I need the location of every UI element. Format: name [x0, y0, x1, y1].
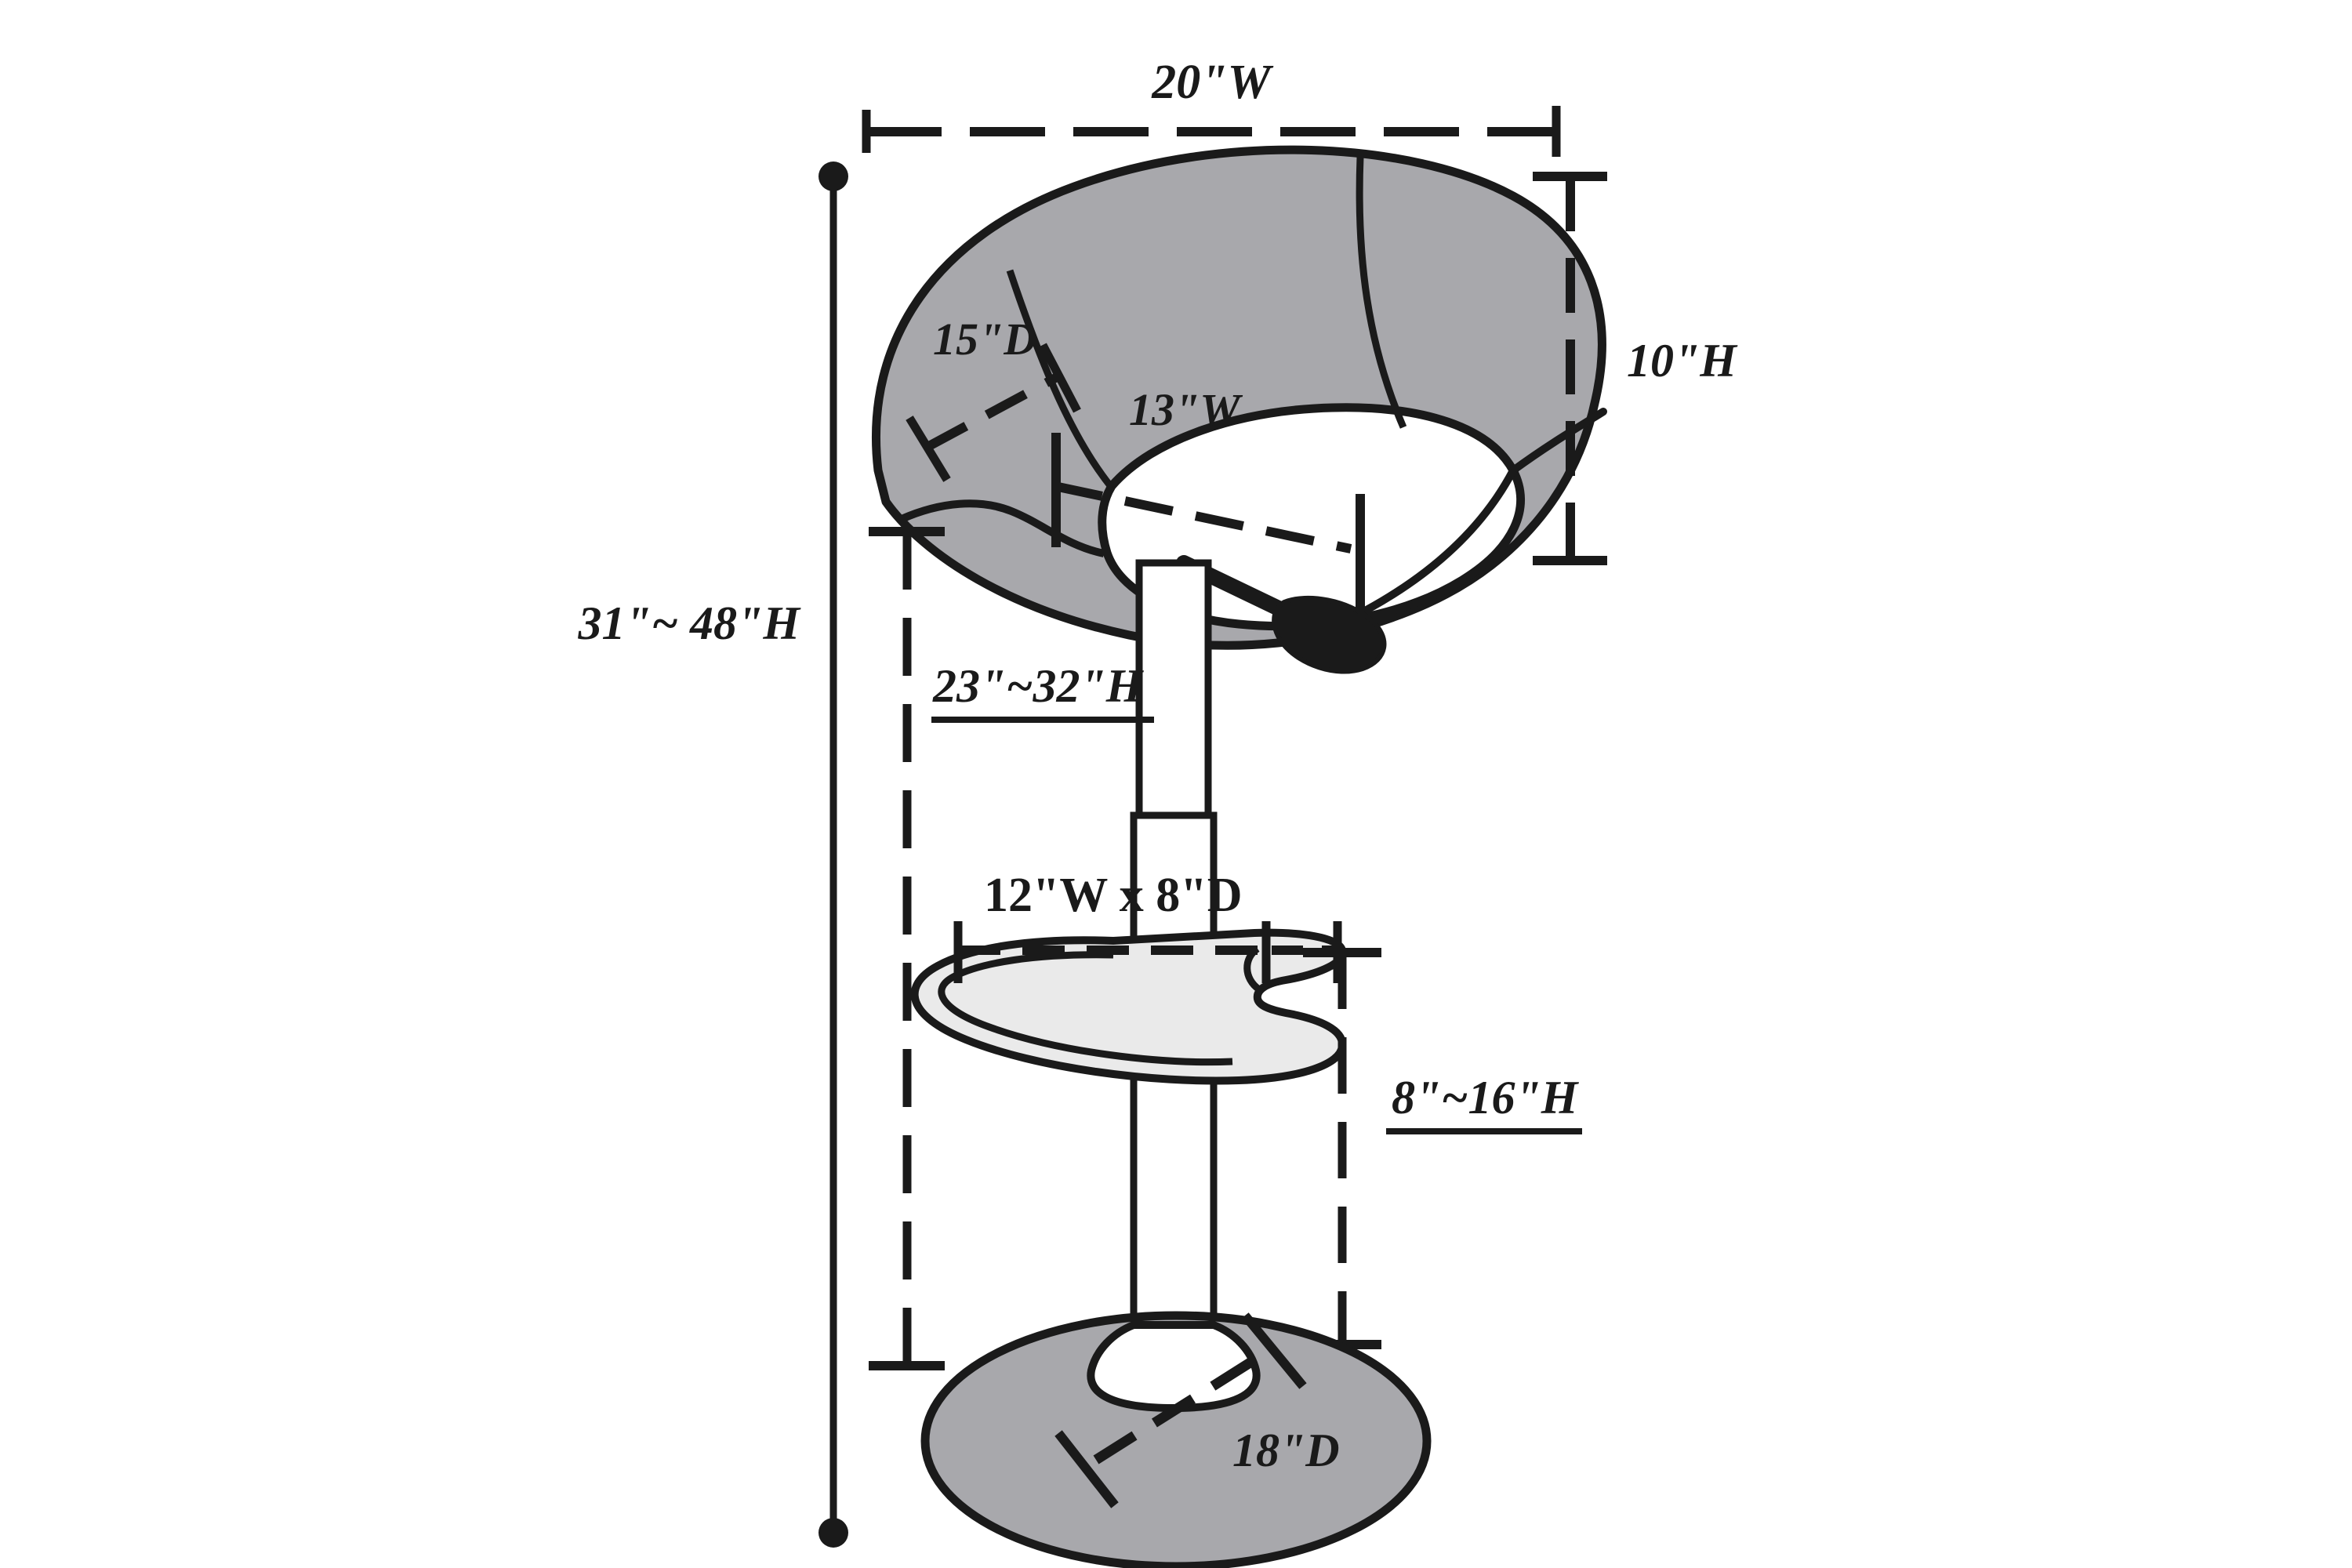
dimension-seat-width: 13"W [1051, 384, 1365, 610]
seat-depth-tick-right [1039, 343, 1081, 413]
label-back-height: 10"H [1627, 335, 1738, 387]
seam-right [1356, 156, 1407, 429]
base-diameter-tick-left [1054, 1430, 1119, 1508]
base-collar-overlay [1087, 1321, 1261, 1413]
label-footrest-height: 8"~16"H [1392, 1072, 1580, 1123]
dimension-overall-height: 31"~ 48"H [578, 162, 848, 1548]
overall-height-dot-bottom [818, 1518, 848, 1548]
dimension-back-height: 10"H [1533, 172, 1738, 565]
label-seat-height: 23"~32"H [932, 660, 1145, 712]
footrest-inner-edge [938, 951, 1233, 1066]
dimension-overall-width: 20"W [862, 56, 1561, 157]
seat-depth-line [925, 372, 1061, 452]
footrest-ring [910, 928, 1347, 1085]
label-overall-height: 31"~ 48"H [578, 597, 802, 649]
seat-width-line [1053, 481, 1352, 554]
seam-left [1006, 269, 1115, 490]
overall-height-dot-top [818, 162, 848, 191]
label-base-diameter: 18"D [1232, 1425, 1340, 1476]
lever-paddle [1272, 596, 1387, 674]
label-seat-width: 13"W [1129, 384, 1243, 435]
dimension-seat-depth: 15"D [906, 314, 1081, 482]
seam-cushion-front [899, 499, 1105, 557]
label-footrest-size: 12"W x 8"D [984, 869, 1243, 922]
base-diameter-line [1093, 1345, 1273, 1465]
base-diameter-tick-right [1241, 1312, 1307, 1389]
dimension-footrest-height: 8"~16"H [1303, 948, 1582, 1349]
dimension-base-diameter: 18"D [1054, 1312, 1340, 1508]
footrest-ring-body [910, 928, 1347, 1085]
dimension-seat-height: 23"~32"H [869, 527, 1154, 1370]
label-seat-depth: 15"D [933, 314, 1036, 365]
seat-depth-tick-left [906, 416, 951, 482]
pedestal-base [920, 1311, 1432, 1568]
column-upper [1135, 559, 1212, 826]
label-overall-width: 20"W [1151, 56, 1273, 109]
